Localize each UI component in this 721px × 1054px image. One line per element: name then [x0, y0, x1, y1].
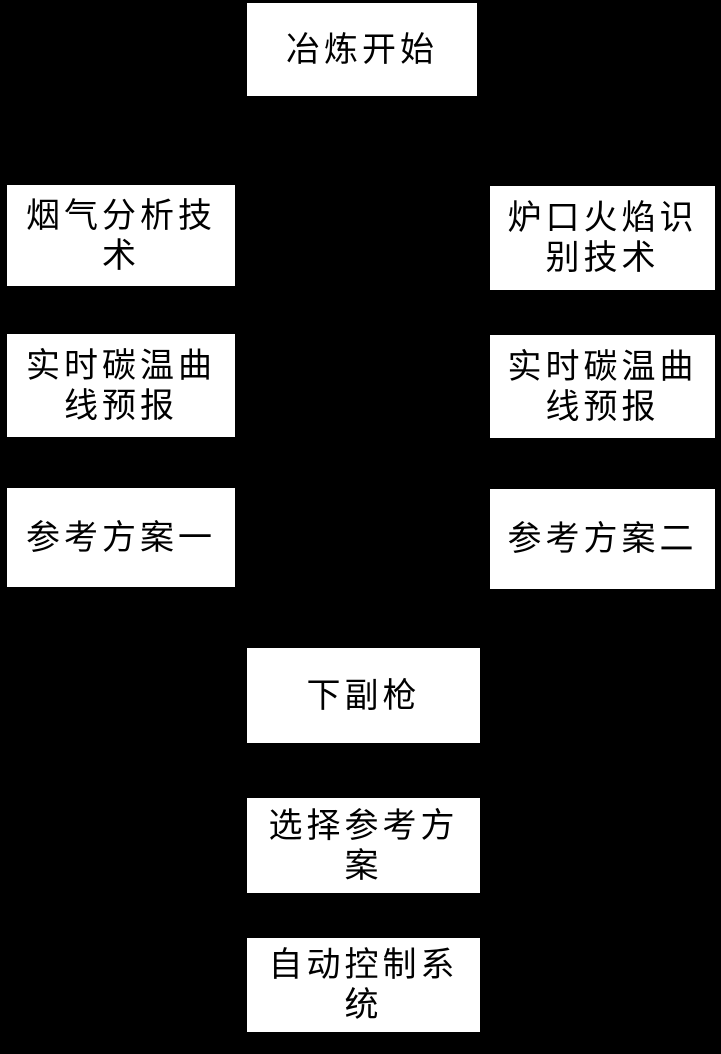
node-select-reference-plan: 选择参考方 案 [247, 798, 480, 893]
node-smelting-start: 冶炼开始 [247, 3, 477, 96]
node-label-line1: 实时碳温曲 [507, 346, 698, 387]
node-label-line1: 烟气分析技 [26, 195, 216, 236]
node-reference-plan-1: 参考方案一 [7, 488, 235, 587]
node-label-line2: 案 [344, 845, 383, 886]
node-label-line1: 选择参考方 [268, 805, 459, 846]
node-reference-plan-2: 参考方案二 [490, 489, 715, 589]
node-label-line2: 线预报 [64, 385, 178, 426]
node-label: 参考方案一 [26, 517, 216, 558]
node-furnace-flame-recognition: 炉口火焰识 别技术 [490, 186, 715, 290]
node-realtime-carbon-temp-left: 实时碳温曲 线预报 [7, 334, 235, 437]
node-label: 冶炼开始 [286, 29, 438, 70]
node-label-line2: 线预报 [545, 386, 660, 427]
node-label-line2: 术 [102, 235, 140, 276]
node-label: 参考方案二 [507, 519, 698, 559]
node-label-line2: 别技术 [545, 238, 660, 278]
node-label-line1: 炉口火焰识 [507, 198, 698, 238]
node-label-line1: 实时碳温曲 [26, 345, 216, 386]
node-auto-control-system: 自动控制系 统 [247, 938, 480, 1032]
node-flue-gas-analysis: 烟气分析技 术 [7, 185, 235, 286]
node-label-line1: 自动控制系 [268, 945, 459, 985]
node-lower-sublance: 下副枪 [247, 648, 480, 743]
node-realtime-carbon-temp-right: 实时碳温曲 线预报 [490, 335, 715, 438]
node-label-line2: 统 [344, 985, 383, 1025]
node-label: 下副枪 [306, 675, 421, 716]
